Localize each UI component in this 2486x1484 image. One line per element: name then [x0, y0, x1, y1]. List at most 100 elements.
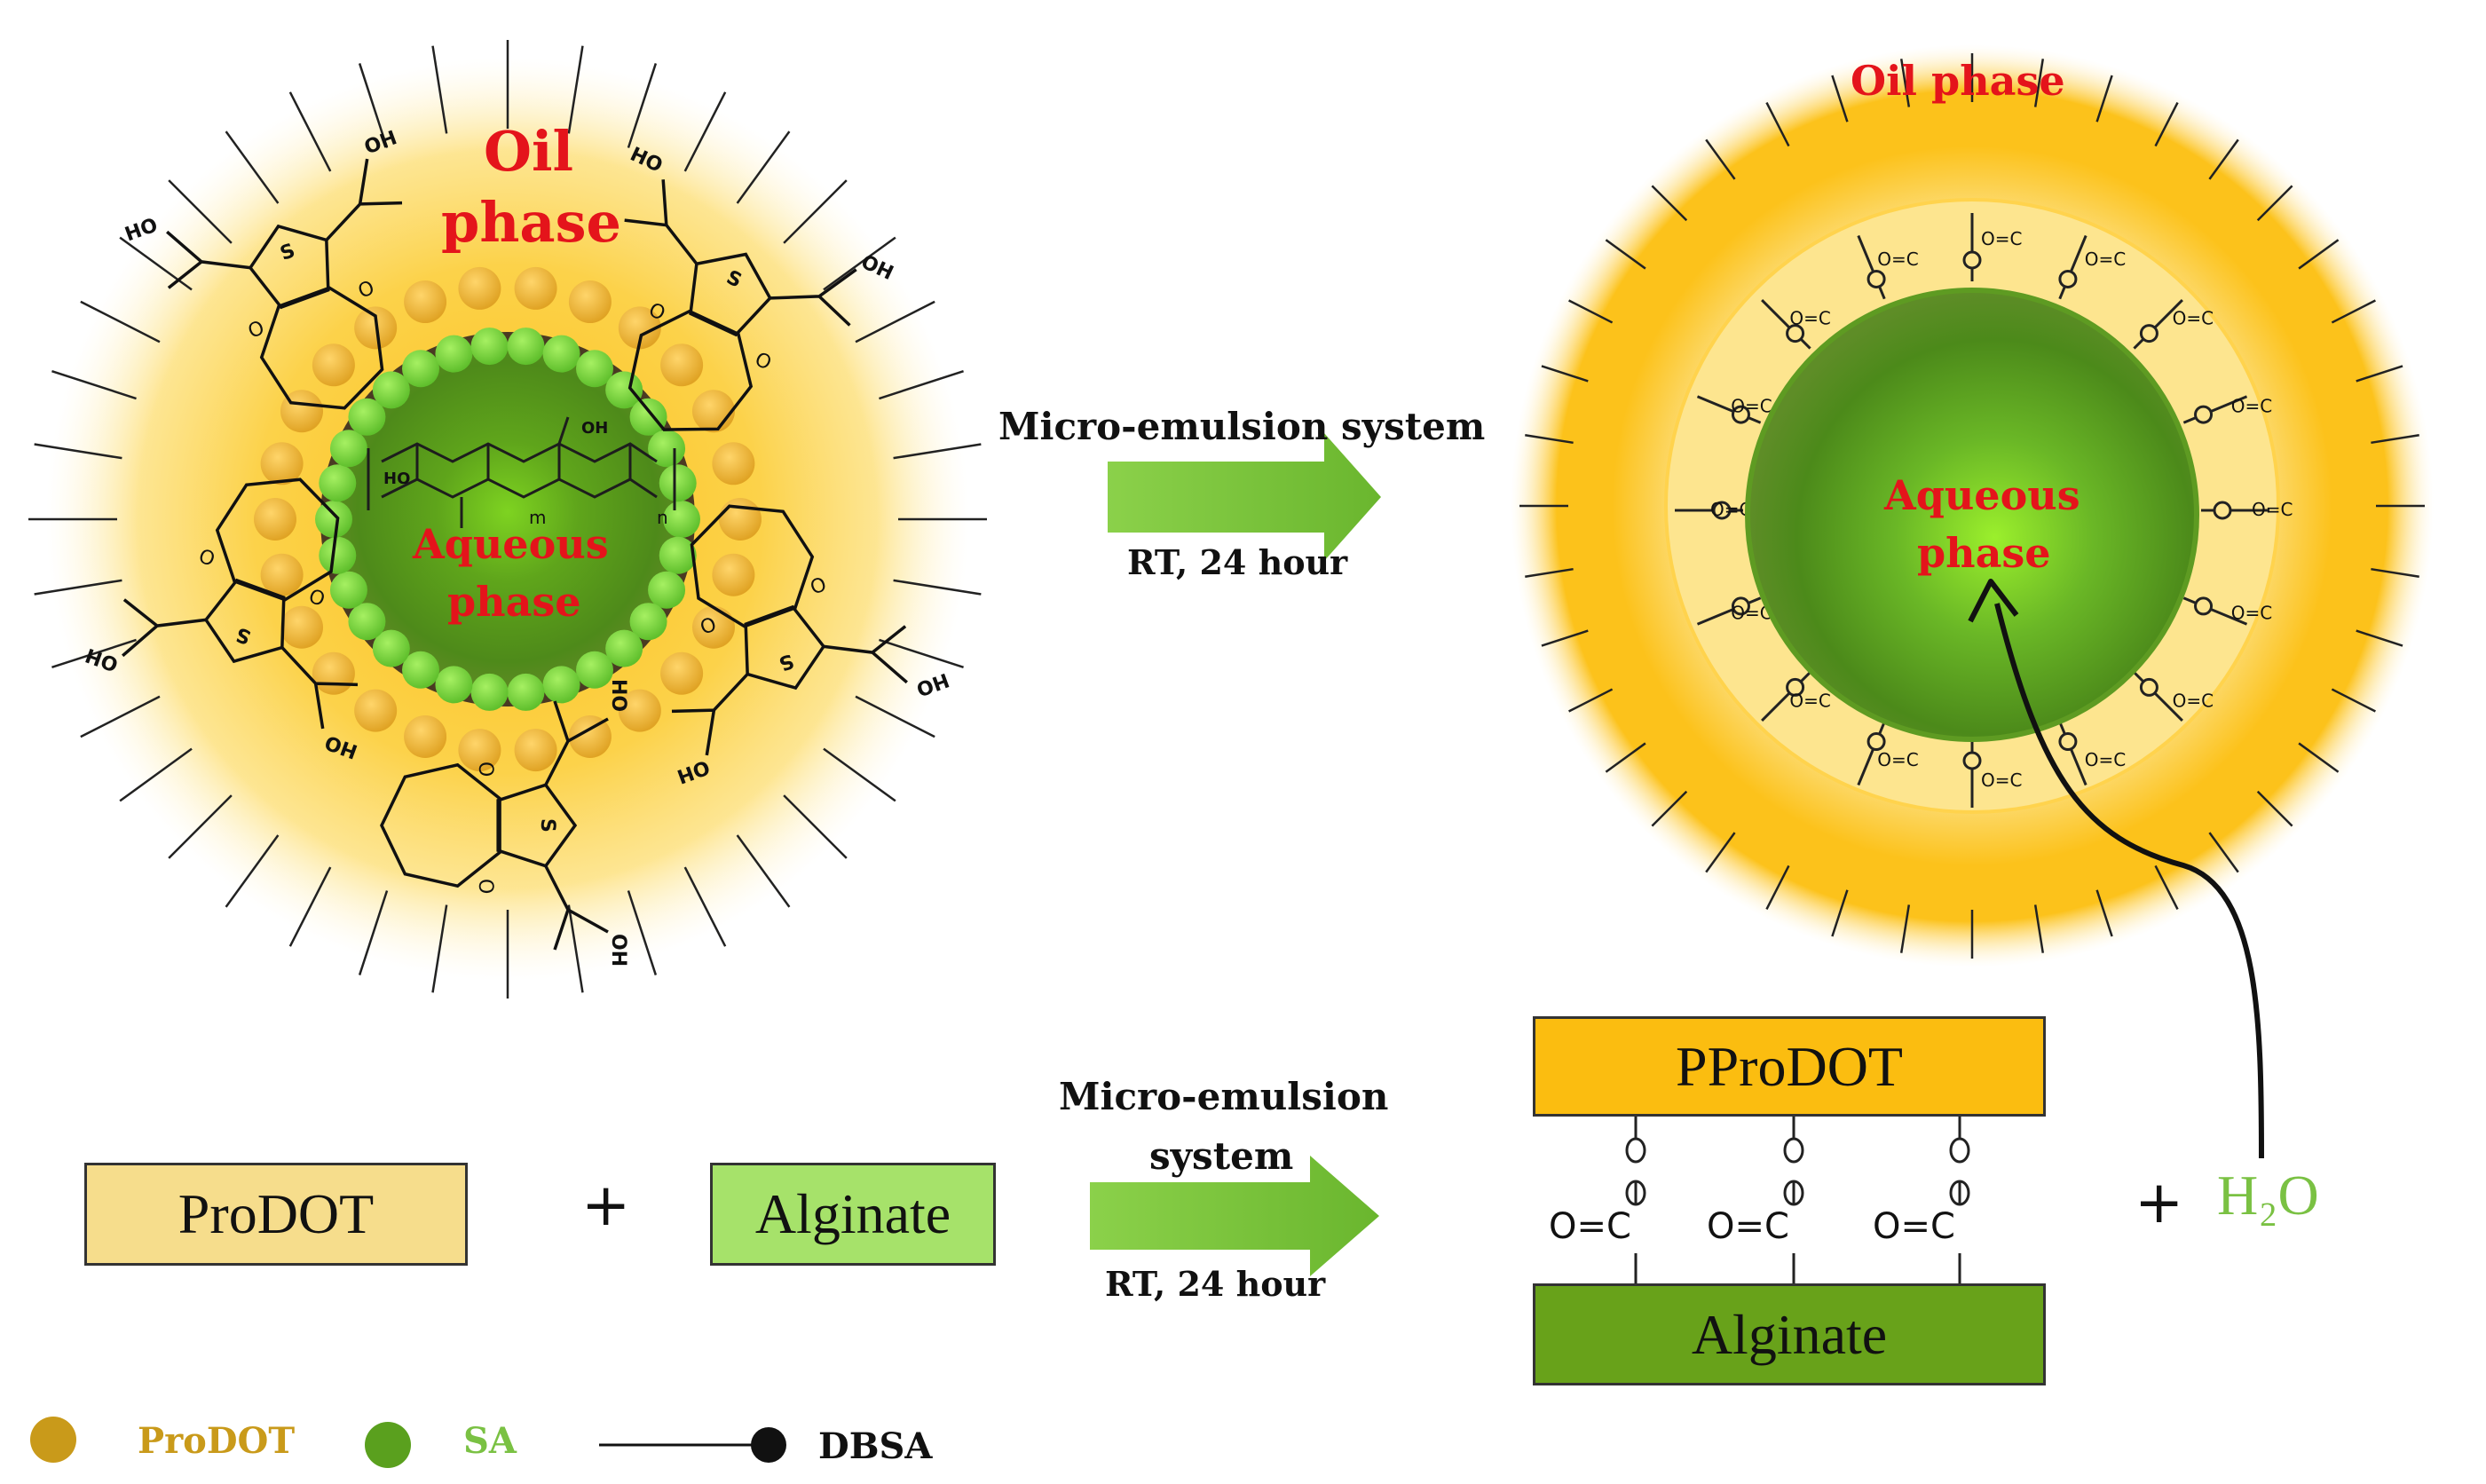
ester-oxygen — [2139, 677, 2158, 697]
ester-linker-bond — [2058, 721, 2087, 786]
carboxyl-arm — [325, 158, 403, 241]
dbsa-tail-line — [168, 179, 233, 244]
dbsa-tail-line — [288, 91, 332, 172]
dbsa-tail-line — [1765, 864, 1790, 910]
alginate-product-box: Alginate — [1533, 1283, 2046, 1385]
thiophene-ring — [248, 224, 330, 310]
carboxyl-arm — [824, 625, 908, 684]
product-linker-2-co: O=C — [1707, 1206, 1789, 1247]
carboxyl-arm — [769, 268, 857, 327]
dbsa-tail-line — [2298, 239, 2340, 270]
ester-oxygen — [1962, 250, 1982, 270]
sa-bead — [315, 501, 352, 538]
product-linkers — [1634, 1117, 1961, 1283]
chain-label-m: m — [529, 507, 546, 528]
right-dbsa-tails — [1519, 53, 2425, 959]
ester-carbonyl-label: O=C — [1789, 691, 1830, 712]
sa-bead — [329, 571, 367, 609]
legend-dbsa-head — [751, 1427, 786, 1463]
dbsa-tail-line — [736, 130, 791, 204]
water-byproduct-label: H₂O — [2217, 1164, 2319, 1227]
chain-label-ho: HO — [383, 470, 410, 488]
alginate-chain-structure — [367, 416, 676, 528]
ester-carbonyl-label: O=C — [2173, 691, 2214, 712]
sa-bead — [372, 371, 410, 409]
ester-carbonyl-label: O=C — [1981, 228, 2022, 249]
dbsa-tail-line — [893, 443, 982, 460]
sa-bead — [470, 673, 509, 711]
prodot-bead — [280, 605, 324, 649]
sa-bead — [348, 603, 386, 641]
dbsa-tail-line — [2095, 75, 2113, 122]
dbsa-tail-line — [225, 130, 280, 204]
sa-bead — [348, 398, 386, 436]
ester-linker-bond — [1696, 395, 1762, 424]
sa-bead — [659, 464, 697, 502]
ester-oxygen — [2213, 501, 2232, 520]
legend-sa-swatch — [365, 1422, 411, 1468]
sa-bead — [402, 350, 439, 388]
dbsa-tail-line — [1705, 138, 1736, 180]
hydroxyl-label: HO — [607, 679, 629, 712]
dbsa-tail-line — [567, 904, 584, 993]
dbsa-tail-line — [2154, 102, 2179, 147]
dioxepine-ring — [380, 762, 501, 888]
dbsa-tail-line — [168, 794, 233, 859]
prodot-bead — [254, 498, 296, 541]
left-aqueous-label-line1: Aqueous — [413, 520, 609, 568]
chain-label-n: n — [657, 507, 668, 528]
ester-oxygen — [1731, 405, 1750, 424]
bottom-arrow-label-line2: system — [1149, 1134, 1294, 1178]
pprodot-product-box: PProDOT — [1533, 1016, 2046, 1117]
dbsa-tail-line — [1899, 59, 1911, 107]
right-ester-linkers: O=CO=CO=CO=CO=CO=CO=CO=CO=CO=CO=CO=CO=CO… — [1675, 213, 2293, 808]
oxygen-atom-label: O — [474, 762, 496, 777]
dbsa-tail-line — [783, 179, 848, 244]
sa-bead — [507, 673, 545, 711]
carboxyl-arm — [671, 673, 749, 756]
left-surfactant-beads — [254, 266, 762, 772]
ester-linker-bond — [2182, 395, 2248, 424]
prodot-bead — [404, 280, 447, 324]
ester-carbonyl-label: O=C — [2231, 603, 2272, 624]
prodot-bead — [691, 390, 735, 433]
dbsa-tail-line — [855, 695, 935, 738]
dbsa-tail-line — [1541, 629, 1589, 647]
ester-linker-bond — [2182, 596, 2248, 626]
sa-bead — [435, 666, 473, 704]
ester-oxygen — [1866, 732, 1886, 752]
dbsa-tail-line — [2154, 864, 2179, 910]
dbsa-tail-line — [225, 834, 280, 908]
prodot-bead — [660, 651, 704, 695]
dbsa-tail-line — [1541, 365, 1589, 383]
dioxepine-ring — [259, 286, 384, 410]
prodot-bead — [719, 498, 762, 541]
dbsa-tail-line — [567, 45, 584, 134]
oxygen-atom-label: O — [474, 879, 496, 894]
ester-linker-bond — [1761, 671, 1811, 722]
sa-bead — [576, 350, 613, 388]
dbsa-tail-line — [1831, 75, 1849, 122]
bottom-arrow-label-line1: Micro-emulsion — [1059, 1075, 1389, 1118]
carboxyl-arm — [166, 230, 250, 289]
dbsa-tail-line — [879, 638, 964, 669]
ester-linker-bond — [2133, 671, 2183, 722]
thiophene-ring — [496, 783, 578, 868]
sa-bead — [663, 501, 700, 538]
top-arrow-label-below: RT, 24 hour — [1127, 542, 1348, 582]
chain-label-oh: OH — [581, 419, 608, 438]
sa-bead — [605, 629, 643, 667]
carboxyl-arm — [544, 700, 609, 785]
dbsa-tail-line — [1605, 239, 1646, 270]
ester-linker-bond — [2133, 299, 2183, 350]
ester-oxygen — [2194, 596, 2214, 616]
legend-dbsa-label: DBSA — [818, 1425, 933, 1467]
ester-linker-bond — [1857, 234, 1886, 300]
ester-oxygen — [1786, 324, 1805, 343]
dbsa-tail-line — [34, 579, 122, 596]
prodot-bead — [712, 442, 755, 485]
carboxyl-arm — [280, 646, 359, 730]
dbsa-tail-line — [431, 904, 448, 993]
